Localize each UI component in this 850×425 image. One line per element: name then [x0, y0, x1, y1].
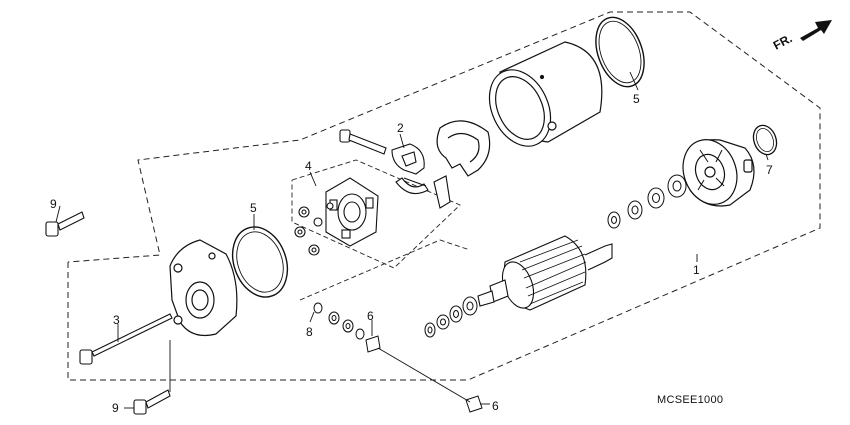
through-bolt [79, 313, 173, 365]
brush-holder-group-box [291, 159, 461, 269]
callout-o-ring-upper: 5 [633, 92, 640, 106]
front-direction-label: FR. [771, 31, 795, 52]
callout-armature: 1 [693, 263, 700, 277]
brush-holder [294, 177, 379, 256]
callout-washer: 8 [306, 325, 313, 339]
armature-washers [424, 296, 478, 338]
o-ring-lower [231, 226, 289, 298]
terminal-hardware [313, 302, 381, 353]
terminal-nut-lower [465, 395, 483, 413]
callout-nut-lower: 6 [492, 399, 499, 413]
leader-lines [55, 71, 769, 409]
callout-brush-set: 2 [397, 121, 404, 135]
snap-ring [752, 124, 778, 156]
callout-brush-holder: 4 [305, 159, 312, 173]
front-arrow-icon [800, 20, 832, 41]
armature-shaft-washers [607, 174, 687, 229]
yoke-housing [488, 41, 603, 147]
rear-cover [169, 239, 238, 337]
callout-o-ring-lower: 5 [250, 201, 257, 215]
front-direction-indicator: FR. [771, 20, 832, 53]
callout-snap-ring: 7 [766, 163, 773, 177]
callout-flange-bolt-lower: 9 [112, 401, 119, 415]
brush-plate [436, 120, 491, 177]
callout-flange-bolt-upper: 9 [50, 197, 57, 211]
flange-bolt-lower [133, 389, 171, 415]
callout-through-bolt: 3 [113, 313, 120, 327]
armature [477, 235, 613, 311]
assembly-boundary [67, 11, 821, 381]
diagram-code: MCSEE1000 [657, 394, 723, 406]
o-ring-upper [595, 16, 645, 88]
front-cover [682, 139, 755, 207]
washer-group-line [299, 239, 471, 301]
brush-terminal-bolt [339, 129, 387, 155]
flange-bolt-upper [45, 211, 85, 237]
callout-nut-upper: 6 [367, 309, 374, 323]
brush-set [391, 143, 451, 209]
